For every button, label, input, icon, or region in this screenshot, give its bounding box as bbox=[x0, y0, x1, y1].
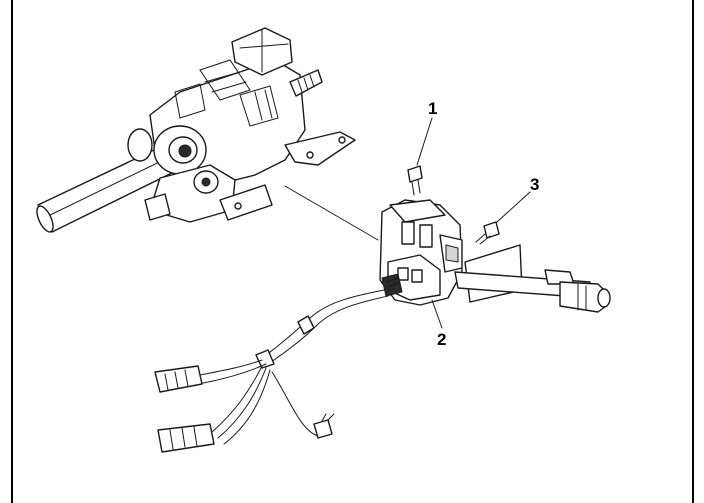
callout-2-leader bbox=[431, 299, 443, 329]
left-knuckle bbox=[127, 128, 153, 162]
steering-column-assembly bbox=[36, 27, 356, 233]
harness-connector-upper bbox=[154, 365, 203, 393]
mounting-flange bbox=[284, 131, 356, 166]
callout-3-leader bbox=[496, 191, 531, 223]
wiring-harness bbox=[154, 289, 389, 453]
callout-1-leader bbox=[416, 117, 433, 166]
alignment-leader-line bbox=[284, 185, 379, 241]
multifunction-switch bbox=[379, 199, 611, 313]
callout-1: 1 bbox=[428, 99, 437, 118]
harness-connector-lower bbox=[157, 423, 215, 453]
harness-pigtail-connector bbox=[313, 419, 333, 439]
screw-3 bbox=[475, 191, 531, 245]
callout-3: 3 bbox=[530, 175, 539, 194]
lower-bracket-arm bbox=[219, 184, 273, 221]
callout-2: 2 bbox=[437, 330, 446, 349]
screw-1 bbox=[407, 117, 433, 196]
